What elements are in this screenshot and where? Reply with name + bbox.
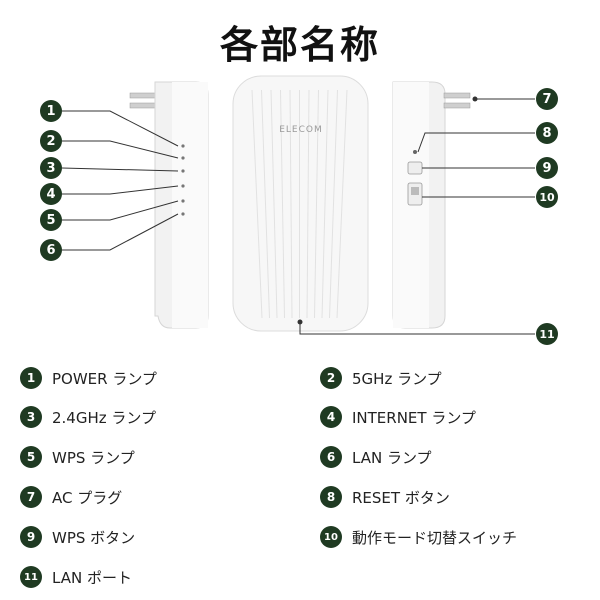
left-face: [172, 82, 208, 328]
page-title: 各部名称: [219, 23, 380, 67]
leader-4: [62, 185, 179, 195]
callout-6: 6: [40, 239, 62, 261]
legend-item-5ghz-lamp: 2 5GHz ランプ: [320, 367, 442, 389]
legend-item-mode-switch: 10 動作モード切替スイッチ: [320, 526, 517, 548]
legend-label: LAN ランプ: [352, 448, 432, 467]
callout-8: 8: [536, 122, 558, 144]
front-rib: [261, 89, 270, 319]
legend-item-wps-lamp: 5 WPS ランプ: [20, 446, 135, 468]
legend-label: 動作モード切替スイッチ: [352, 528, 518, 547]
legend-label: WPS ランプ: [52, 448, 135, 467]
legend-label: 5GHz ランプ: [352, 369, 442, 388]
legend-num: 7: [20, 486, 42, 508]
leader-11: [299, 322, 535, 335]
front-rib: [270, 89, 278, 319]
leader-1: [62, 110, 179, 147]
device-left-side: [129, 81, 209, 329]
leader-8: [417, 132, 535, 153]
callout-11: 11: [536, 323, 558, 345]
leader-lines: [61, 98, 535, 335]
callout-10: 10: [536, 186, 558, 208]
leader-6: [62, 213, 179, 251]
legend-item-power-lamp: 1 POWER ランプ: [20, 367, 157, 389]
legend-label: AC プラグ: [52, 488, 123, 507]
legend-num: 8: [320, 486, 342, 508]
legend-num: 5: [20, 446, 42, 468]
legend-label: 2.4GHz ランプ: [52, 408, 156, 427]
leader-dot-7: [472, 96, 478, 102]
front-rib: [336, 89, 348, 319]
legend-num: 6: [320, 446, 342, 468]
legend-item-reset-button: 8 RESET ボタン: [320, 486, 450, 508]
led-power: [181, 144, 185, 148]
front-rib: [314, 89, 319, 319]
ac-plug-prong-right: [443, 92, 471, 99]
device-front: ELECOM: [232, 75, 369, 332]
legend-item-lan-lamp: 6 LAN ランプ: [320, 446, 432, 468]
mode-switch-knob: [411, 187, 419, 195]
legend-label: INTERNET ランプ: [352, 408, 476, 427]
legend-num: 2: [320, 367, 342, 389]
legend-item-24ghz-lamp: 3 2.4GHz ランプ: [20, 406, 156, 428]
front-rib: [321, 89, 329, 319]
led-24ghz: [181, 169, 185, 173]
legend-item-lan-port: 11 LAN ポート: [20, 566, 132, 588]
wps-button: [407, 161, 423, 175]
leader-3: [61, 167, 179, 172]
legend-num: 4: [320, 406, 342, 428]
front-rib: [280, 89, 285, 319]
legend-num: 1: [20, 367, 42, 389]
leader-5: [62, 200, 179, 221]
device-diagram: ELECOM: [61, 75, 535, 335]
leader-dot-11: [297, 319, 303, 325]
led-wps: [181, 199, 185, 203]
device-logo: ELECOM: [279, 125, 323, 135]
callout-2: 2: [40, 130, 62, 152]
led-lan: [181, 212, 185, 216]
legend-num: 3: [20, 406, 42, 428]
front-rib: [306, 89, 310, 319]
ac-plug-prong-right-2: [443, 102, 471, 109]
reset-hole: [413, 150, 417, 154]
led-internet: [181, 184, 185, 188]
front-rib: [251, 89, 263, 319]
legend-label: RESET ボタン: [352, 488, 450, 507]
callout-4: 4: [40, 183, 62, 205]
legend-item-internet-lamp: 4 INTERNET ランプ: [320, 406, 476, 428]
callout-7: 7: [536, 88, 558, 110]
device-right-side: [392, 81, 471, 329]
front-rib: [289, 89, 293, 319]
legend-label: POWER ランプ: [52, 369, 157, 388]
callout-3: 3: [40, 157, 62, 179]
legend-item-ac-plug: 7 AC プラグ: [20, 486, 122, 508]
legend-item-wps-button: 9 WPS ボタン: [20, 526, 135, 548]
ac-plug-prong-left: [129, 92, 157, 99]
callout-5: 5: [40, 209, 62, 231]
front-rib: [329, 89, 338, 319]
ac-plug-prong-left-2: [129, 102, 157, 109]
legend-label: WPS ボタン: [52, 528, 136, 547]
leader-2: [62, 140, 179, 159]
legend-label: LAN ポート: [52, 568, 132, 587]
legend-num: 11: [20, 566, 42, 588]
callout-9: 9: [536, 157, 558, 179]
legend-num: 10: [320, 526, 342, 548]
led-5ghz: [181, 156, 185, 160]
callout-1: 1: [40, 100, 62, 122]
legend-num: 9: [20, 526, 42, 548]
